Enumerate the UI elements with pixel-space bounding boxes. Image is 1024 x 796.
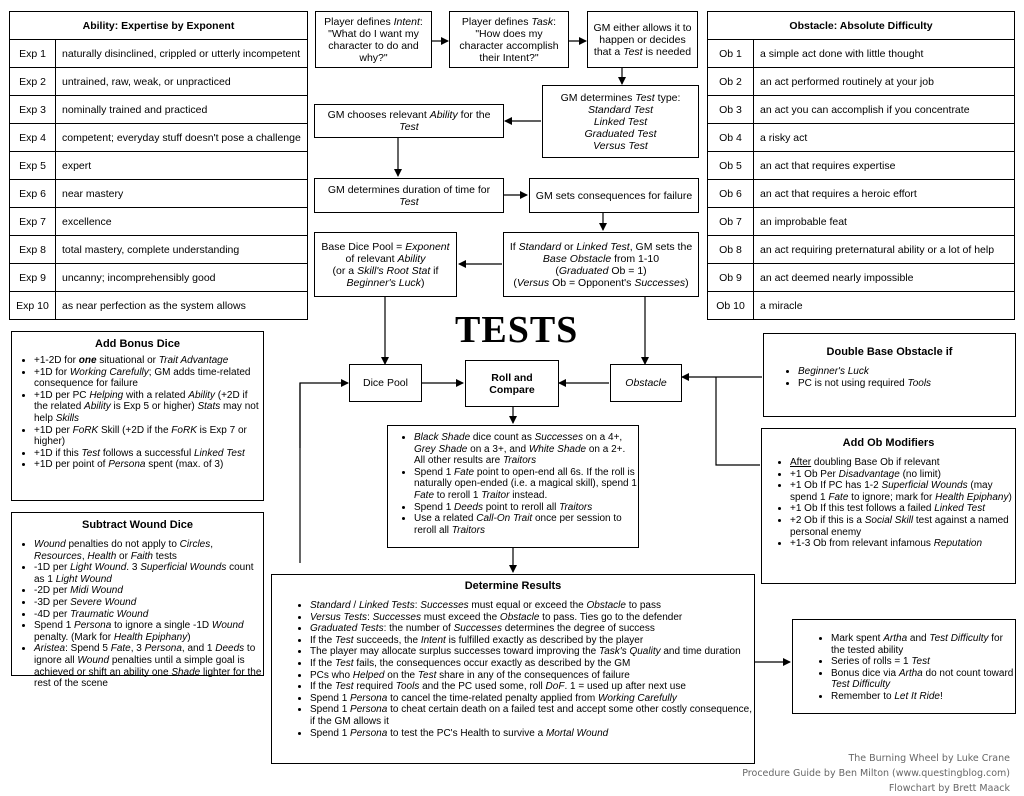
page-title: TESTS: [455, 309, 579, 351]
list-item: Standard / Linked Tests: Successes must …: [310, 600, 754, 612]
list-item: Aristea: Spend 5 Fate, 3 Persona, and 1 …: [34, 643, 263, 689]
list-item: If the Test succeeds, the Intent is fulf…: [310, 635, 754, 647]
list-item: +1 Ob If this test follows a failed Link…: [790, 503, 1015, 515]
list-item: If the Test fails, the consequences occu…: [310, 658, 754, 670]
test-type-step: GM determines Test type: Standard Test L…: [542, 85, 699, 158]
double-obstacle-panel: Double Base Obstacle if Beginner's Luck …: [763, 333, 1016, 417]
base-dice-pool-step: Base Dice Pool = Exponent of relevant Ab…: [314, 232, 457, 297]
credit-line: The Burning Wheel by Luke Crane: [848, 753, 1010, 764]
list-item: +1D if this Test follows a successful Li…: [34, 448, 263, 460]
ob-modifiers-panel: Add Ob Modifiers After doubling Base Ob …: [761, 428, 1016, 584]
list-item: -2D per Midi Wound: [34, 585, 263, 597]
list-item: Spend 1 Persona to cancel the time-relat…: [310, 693, 754, 705]
ob-modifiers-title: Add Ob Modifiers: [842, 437, 935, 449]
obstacle-node: Obstacle: [610, 364, 682, 402]
list-item: +1-3 Ob from relevant infamous Reputatio…: [790, 538, 1015, 550]
list-item: +2 Ob if this is a Social Skill test aga…: [790, 515, 1015, 538]
list-item: If the Test required Tools and the PC us…: [310, 681, 754, 693]
list-item: +1 Ob Per Disadvantage (no limit): [790, 469, 1015, 481]
list-item: Remember to Let It Ride!: [831, 691, 1015, 703]
credits: The Burning Wheel by Luke Crane Procedur…: [742, 751, 1010, 796]
wound-dice-panel: Subtract Wound Dice Wound penalties do n…: [11, 512, 264, 689]
artha-panel: Mark spent Artha and Test Difficulty for…: [792, 619, 1016, 714]
list-item: Spend 1 Fate point to open-end all 6s. I…: [414, 467, 638, 502]
consequences-step: GM sets consequences for failure: [529, 178, 699, 213]
list-item: -3D per Severe Wound: [34, 597, 263, 609]
list-item: PC is not using required Tools: [798, 378, 1015, 390]
base-obstacle-step: If Standard or Linked Test, GM sets the …: [503, 232, 699, 297]
roll-and-compare-node: Roll and Compare: [465, 360, 559, 407]
credit-line: Flowchart by Brett Maack: [888, 783, 1010, 794]
list-item: Spend 1 Deeds point to reroll all Traito…: [414, 502, 638, 514]
list-item: The player may allocate surplus successe…: [310, 646, 754, 658]
list-item: -4D per Traumatic Wound: [34, 609, 263, 621]
duration-step: GM determines duration of time for Test: [314, 178, 504, 213]
list-item: +1D for Working Carefully; GM adds time-…: [34, 367, 263, 390]
dice-shades-panel: Black Shade dice count as Successes on a…: [387, 425, 639, 548]
intent-step: Player defines Intent: "What do I want m…: [315, 11, 432, 68]
bonus-dice-panel: Add Bonus Dice +1-2D for one situational…: [11, 331, 264, 501]
list-item: -1D per Light Wound. 3 Superficial Wound…: [34, 562, 263, 585]
list-item: Spend 1 Persona to ignore a single -1D W…: [34, 620, 263, 643]
list-item: Mark spent Artha and Test Difficulty for…: [831, 633, 1015, 656]
list-item: After doubling Base Ob if relevant: [790, 457, 1015, 469]
bonus-dice-title: Add Bonus Dice: [95, 338, 180, 350]
list-item: +1D per FoRK Skill (+2D if the FoRK is E…: [34, 425, 263, 448]
list-item: +1D per PC Helping with a related Abilit…: [34, 390, 263, 425]
task-step: Player defines Task: "How does my charac…: [449, 11, 569, 68]
list-item: Beginner's Luck: [798, 366, 1015, 378]
list-item: Versus Tests: Successes must exceed the …: [310, 612, 754, 624]
list-item: Graduated Tests: the number of Successes…: [310, 623, 754, 635]
list-item: Spend 1 Persona to cheat certain death o…: [310, 704, 754, 727]
list-item: Series of rolls = 1 Test: [831, 656, 1015, 668]
determine-results-panel: Determine Results Standard / Linked Test…: [271, 574, 755, 764]
list-item: +1D per point of Persona spent (max. of …: [34, 459, 263, 471]
list-item: Black Shade dice count as Successes on a…: [414, 432, 638, 467]
list-item: Use a related Call-On Trait once per ses…: [414, 513, 638, 536]
list-item: PCs who Helped on the Test share in any …: [310, 670, 754, 682]
obstacle-table-header: Obstacle: Absolute Difficulty: [707, 11, 1015, 40]
determine-results-title: Determine Results: [464, 580, 562, 592]
list-item: +1 Ob If PC has 1-2 Superficial Wounds (…: [790, 480, 1015, 503]
list-item: Spend 1 Persona to test the PC's Health …: [310, 728, 754, 740]
credit-line: Procedure Guide by Ben Milton (www.quest…: [742, 768, 1010, 779]
ability-table-header: Ability: Expertise by Exponent: [9, 11, 308, 40]
dice-pool-node: Dice Pool: [349, 364, 422, 402]
list-item: +1-2D for one situational or Trait Advan…: [34, 355, 263, 367]
choose-ability-step: GM chooses relevant Ability for the Test: [314, 104, 504, 138]
wound-dice-title: Subtract Wound Dice: [81, 519, 194, 531]
list-item: Bonus dice via Artha do not count toward…: [831, 668, 1015, 691]
gm-allows-step: GM either allows it to happen or decides…: [587, 11, 698, 68]
list-item: Wound penalties do not apply to Circles,…: [34, 539, 263, 562]
double-obstacle-title: Double Base Obstacle if: [826, 346, 953, 358]
